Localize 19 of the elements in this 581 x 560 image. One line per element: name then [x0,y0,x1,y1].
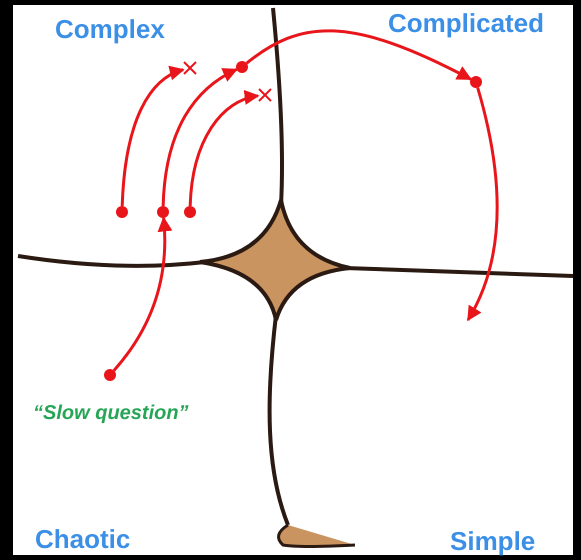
arrow [246,29,472,81]
annotation-text: “Slow question” [33,401,189,426]
arrow [120,66,185,206]
cross-mark-icon [183,61,197,75]
arrow [162,68,238,206]
quadrant-label: Complicated [388,7,544,40]
arrow [188,91,260,206]
arrow [466,87,498,322]
point-marker [157,206,169,218]
point-marker [116,206,128,218]
point-marker [104,369,116,381]
quadrant-label: Chaotic [35,523,130,556]
cross-mark-icon [258,88,272,102]
quadrant-label: Simple [450,525,536,558]
arrow [112,216,172,372]
point-marker [236,61,248,73]
point-marker [184,206,196,218]
quadrant-label: Complex [55,13,165,46]
point-marker [470,76,482,88]
